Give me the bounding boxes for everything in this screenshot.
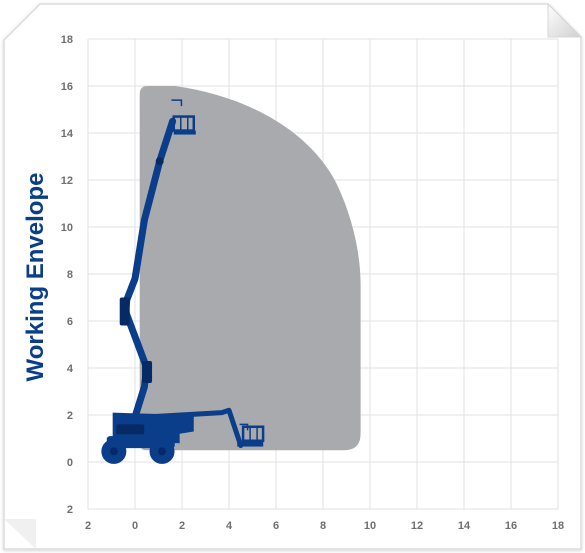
corner-fold-top-right: [547, 2, 583, 38]
y-tick-label: 6: [67, 316, 73, 328]
y-tick-label: 12: [61, 175, 73, 187]
rear-wheel-hub: [158, 447, 167, 456]
counterweight: [116, 424, 145, 435]
upper-basket-floor: [173, 130, 196, 135]
x-tick-label: 8: [320, 520, 326, 532]
y-tick-label: 2: [67, 410, 73, 422]
boom-lift-machine: [101, 99, 265, 464]
boom-joint-upper: [119, 297, 130, 326]
y-tick-label: 16: [61, 81, 73, 93]
y-tick-label: 8: [67, 269, 73, 281]
front-wheel-hub: [109, 447, 118, 456]
working-envelope-area: [139, 86, 361, 451]
lower-basket-control: [239, 423, 249, 431]
chart-title: Working Envelope: [22, 173, 49, 382]
corner-fold-bottom-left: [4, 519, 36, 549]
y-tick-label: 0: [67, 457, 73, 469]
lower-basket: [241, 425, 265, 442]
upper-basket-control: [171, 99, 183, 107]
y-tick-label: 18: [61, 34, 73, 46]
y-axis-ticks: 2 0 2 4 6 8 10 12 14 16 18: [61, 34, 74, 516]
x-tick-label: 4: [226, 520, 233, 532]
y-tick-label: 14: [61, 128, 74, 140]
x-tick-label: 16: [505, 520, 517, 532]
x-tick-label: 2: [179, 520, 185, 532]
y-tick-label: 4: [67, 363, 74, 375]
boom-joint-lower: [142, 360, 153, 383]
x-tick-label: 12: [411, 520, 423, 532]
y-tick-label: 10: [61, 222, 73, 234]
x-tick-label: 18: [552, 520, 564, 532]
x-tick-label: 14: [458, 520, 471, 532]
boom-pivot: [155, 157, 164, 166]
x-tick-label: 10: [364, 520, 376, 532]
x-axis-ticks: 2 0 2 4 6 8 10 12 14 16 18: [85, 520, 564, 532]
turntable: [112, 412, 194, 444]
lower-basket-floor: [237, 441, 264, 447]
x-tick-label: 2: [85, 520, 91, 532]
x-tick-label: 6: [273, 520, 279, 532]
x-tick-label: 0: [132, 520, 138, 532]
y-tick-label: 2: [67, 504, 73, 516]
